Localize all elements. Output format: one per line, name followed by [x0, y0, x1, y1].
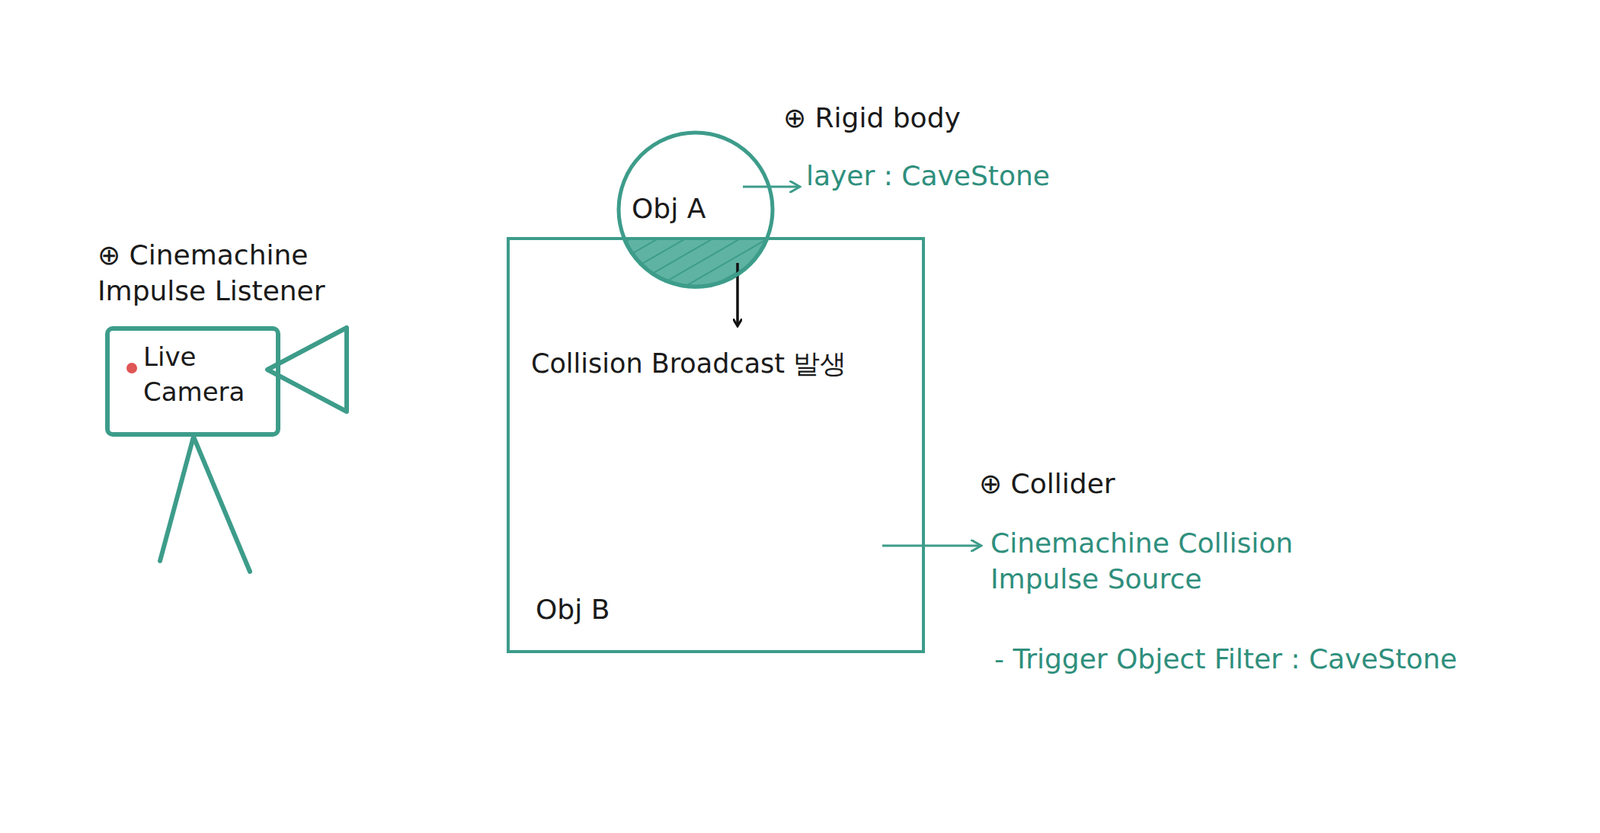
node-heading: ⊕ Cinemachine Impulse Listener — [97, 237, 372, 310]
component-label: ⊕ Rigid body — [783, 100, 961, 137]
property-label: layer : CaveStone — [806, 158, 1050, 195]
component-label: ⊕ Collider — [979, 466, 1116, 503]
object-circle: Obj A — [616, 130, 775, 289]
leader-arrow — [882, 544, 982, 548]
object-box: Collision Broadcast 발생 Obj B — [506, 236, 925, 653]
record-dot — [126, 362, 138, 374]
camera-text: Live Camera — [143, 339, 273, 410]
box-text: Collision Broadcast 발생 — [531, 346, 847, 382]
property-label: - Trigger Object Filter : CaveStone — [994, 641, 1458, 678]
camera-box: ⊕ Cinemachine Impulse ListenerLive Camer… — [105, 326, 281, 437]
overlap-hatch — [616, 236, 775, 289]
component-label: Cinemachine Collision Impulse Source — [990, 525, 1341, 598]
leader-arrow — [742, 185, 800, 189]
node-text: Obj A — [631, 191, 706, 228]
tripod — [160, 436, 250, 572]
box-name: Obj B — [535, 592, 610, 628]
